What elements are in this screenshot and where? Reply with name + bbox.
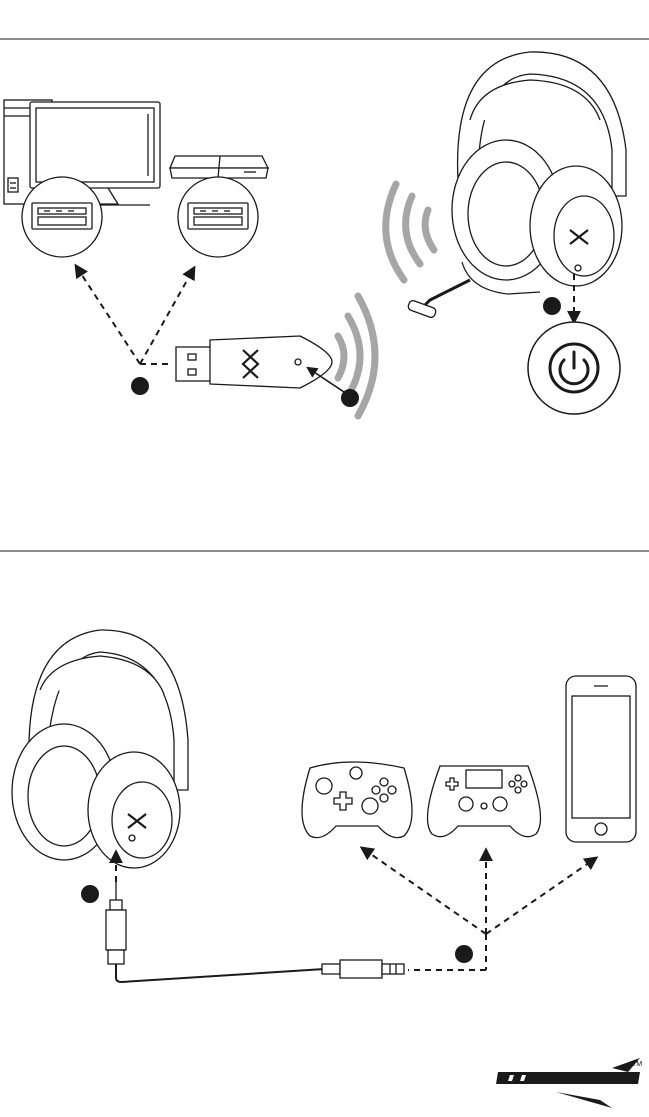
usb-port-icon [178, 177, 258, 257]
audio-cable-icon [106, 882, 404, 982]
step-marker [455, 945, 473, 963]
step-marker [81, 885, 99, 903]
headset-icon [12, 630, 188, 868]
headset-icon [407, 52, 626, 319]
usb-port-icon [22, 177, 102, 257]
power-button-icon [528, 322, 620, 414]
hyperx-logo: TM [496, 1058, 642, 1108]
trademark-text: TM [632, 1061, 642, 1068]
usb-dongle-icon [176, 336, 332, 388]
step-marker [341, 389, 359, 407]
step-marker [131, 377, 149, 395]
xbox-controller-icon [302, 762, 412, 838]
ps4-controller-icon [428, 766, 541, 837]
step-marker [543, 297, 561, 315]
device-arrows [362, 848, 596, 970]
smartphone-icon [566, 676, 636, 842]
wireless-signal-icon [386, 184, 434, 280]
ps4-console-icon [170, 156, 268, 178]
